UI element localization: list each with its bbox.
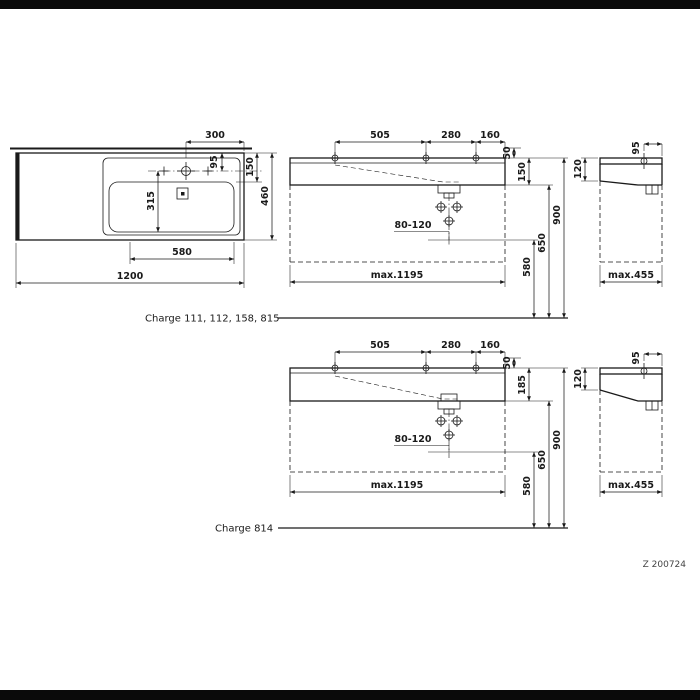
tap-hole-icon xyxy=(177,162,195,180)
dim-80-120: 80-120 xyxy=(395,434,432,445)
dim-185: 185 xyxy=(517,375,528,395)
dim-580-height: 580 xyxy=(522,257,533,277)
front-view-variant2: 505 280 160 50 185 80-120 max.1195 58 xyxy=(289,340,568,528)
dim-650-height: 650 xyxy=(537,233,548,253)
bowl-outline xyxy=(108,181,235,233)
dim-505: 505 xyxy=(370,340,390,351)
rim-slab xyxy=(599,157,663,165)
variant1-label: Charge 111, 112, 158, 815 xyxy=(145,314,279,325)
dim-max-455: max.455 xyxy=(608,270,654,281)
dim-580-plan: 580 xyxy=(172,247,192,258)
dim-460: 460 xyxy=(260,186,271,206)
dim-505: 505 xyxy=(370,130,390,141)
dim-120: 120 xyxy=(573,369,584,389)
dim-280: 280 xyxy=(441,340,461,351)
optional-tap-hole-left-icon xyxy=(159,166,169,176)
dim-1200: 1200 xyxy=(117,271,144,282)
wall-outlet-icon xyxy=(645,400,659,411)
drawing-number: Z 200724 xyxy=(643,560,687,570)
basin-body xyxy=(289,157,506,186)
tap-position-icon xyxy=(640,153,648,169)
bottom-border-bar xyxy=(0,690,700,700)
dim-95-side: 95 xyxy=(631,351,642,364)
dim-580-height: 580 xyxy=(522,476,533,496)
supply-connection-icons xyxy=(435,415,463,441)
dim-900-height: 900 xyxy=(552,430,563,450)
drain-icon xyxy=(176,187,189,200)
basin-body xyxy=(289,367,506,402)
left-edge xyxy=(16,153,20,240)
optional-tap-hole-right-icon xyxy=(203,166,213,176)
dim-max-1195: max.1195 xyxy=(371,480,424,491)
dim-50: 50 xyxy=(502,146,513,160)
dim-120: 120 xyxy=(573,159,584,179)
dim-160: 160 xyxy=(480,340,500,351)
dim-150-plan: 150 xyxy=(245,157,256,177)
supply-connection-icons xyxy=(435,201,463,227)
basin-module-outline xyxy=(102,157,241,236)
hidden-bowl-line xyxy=(334,375,458,400)
dim-50: 50 xyxy=(502,356,513,370)
dim-max-1195: max.1195 xyxy=(371,270,424,281)
dim-95-side: 95 xyxy=(631,141,642,154)
dim-max-455: max.455 xyxy=(608,480,654,491)
front-view-variant1: 505 280 160 50 150 80-120 xyxy=(289,130,568,318)
variant2-baseline: Charge 814 xyxy=(215,524,568,535)
dim-650-height: 650 xyxy=(537,450,548,470)
drain-recess xyxy=(440,393,458,402)
variant1-baseline: Charge 111, 112, 158, 815 xyxy=(145,314,568,325)
hidden-bowl-line xyxy=(334,164,460,183)
dim-900-height: 900 xyxy=(552,205,563,225)
dim-315: 315 xyxy=(146,191,157,211)
plan-view: 300 95 150 460 315 580 1200 xyxy=(10,130,277,288)
rim-slab xyxy=(599,367,663,375)
tap-position-icon xyxy=(640,363,648,379)
dim-80-120: 80-120 xyxy=(395,220,432,231)
dim-95-plan: 95 xyxy=(209,155,220,168)
wall-outlet-icon xyxy=(645,184,659,195)
side-view-variant1: 95 120 max.455 xyxy=(573,141,663,287)
side-view-variant2: 95 120 max.455 xyxy=(573,351,663,497)
top-border-bar xyxy=(0,0,700,9)
dim-300: 300 xyxy=(205,130,225,141)
dim-150-front: 150 xyxy=(517,162,528,182)
dim-160: 160 xyxy=(480,130,500,141)
dim-280: 280 xyxy=(441,130,461,141)
variant2-label: Charge 814 xyxy=(215,524,273,535)
